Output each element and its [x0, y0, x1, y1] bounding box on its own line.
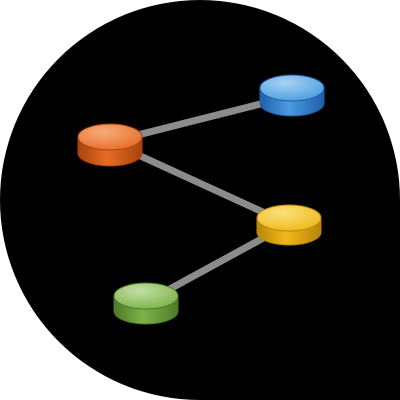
blue-node: [259, 74, 325, 117]
blue-node-top: [259, 74, 325, 102]
orange-node-top: [77, 123, 143, 151]
yellow-node: [256, 204, 322, 246]
orange-node: [77, 123, 143, 167]
green-node: [113, 282, 179, 325]
yellow-node-top: [256, 204, 322, 232]
node-group: [77, 74, 325, 325]
green-node-top: [113, 282, 179, 310]
